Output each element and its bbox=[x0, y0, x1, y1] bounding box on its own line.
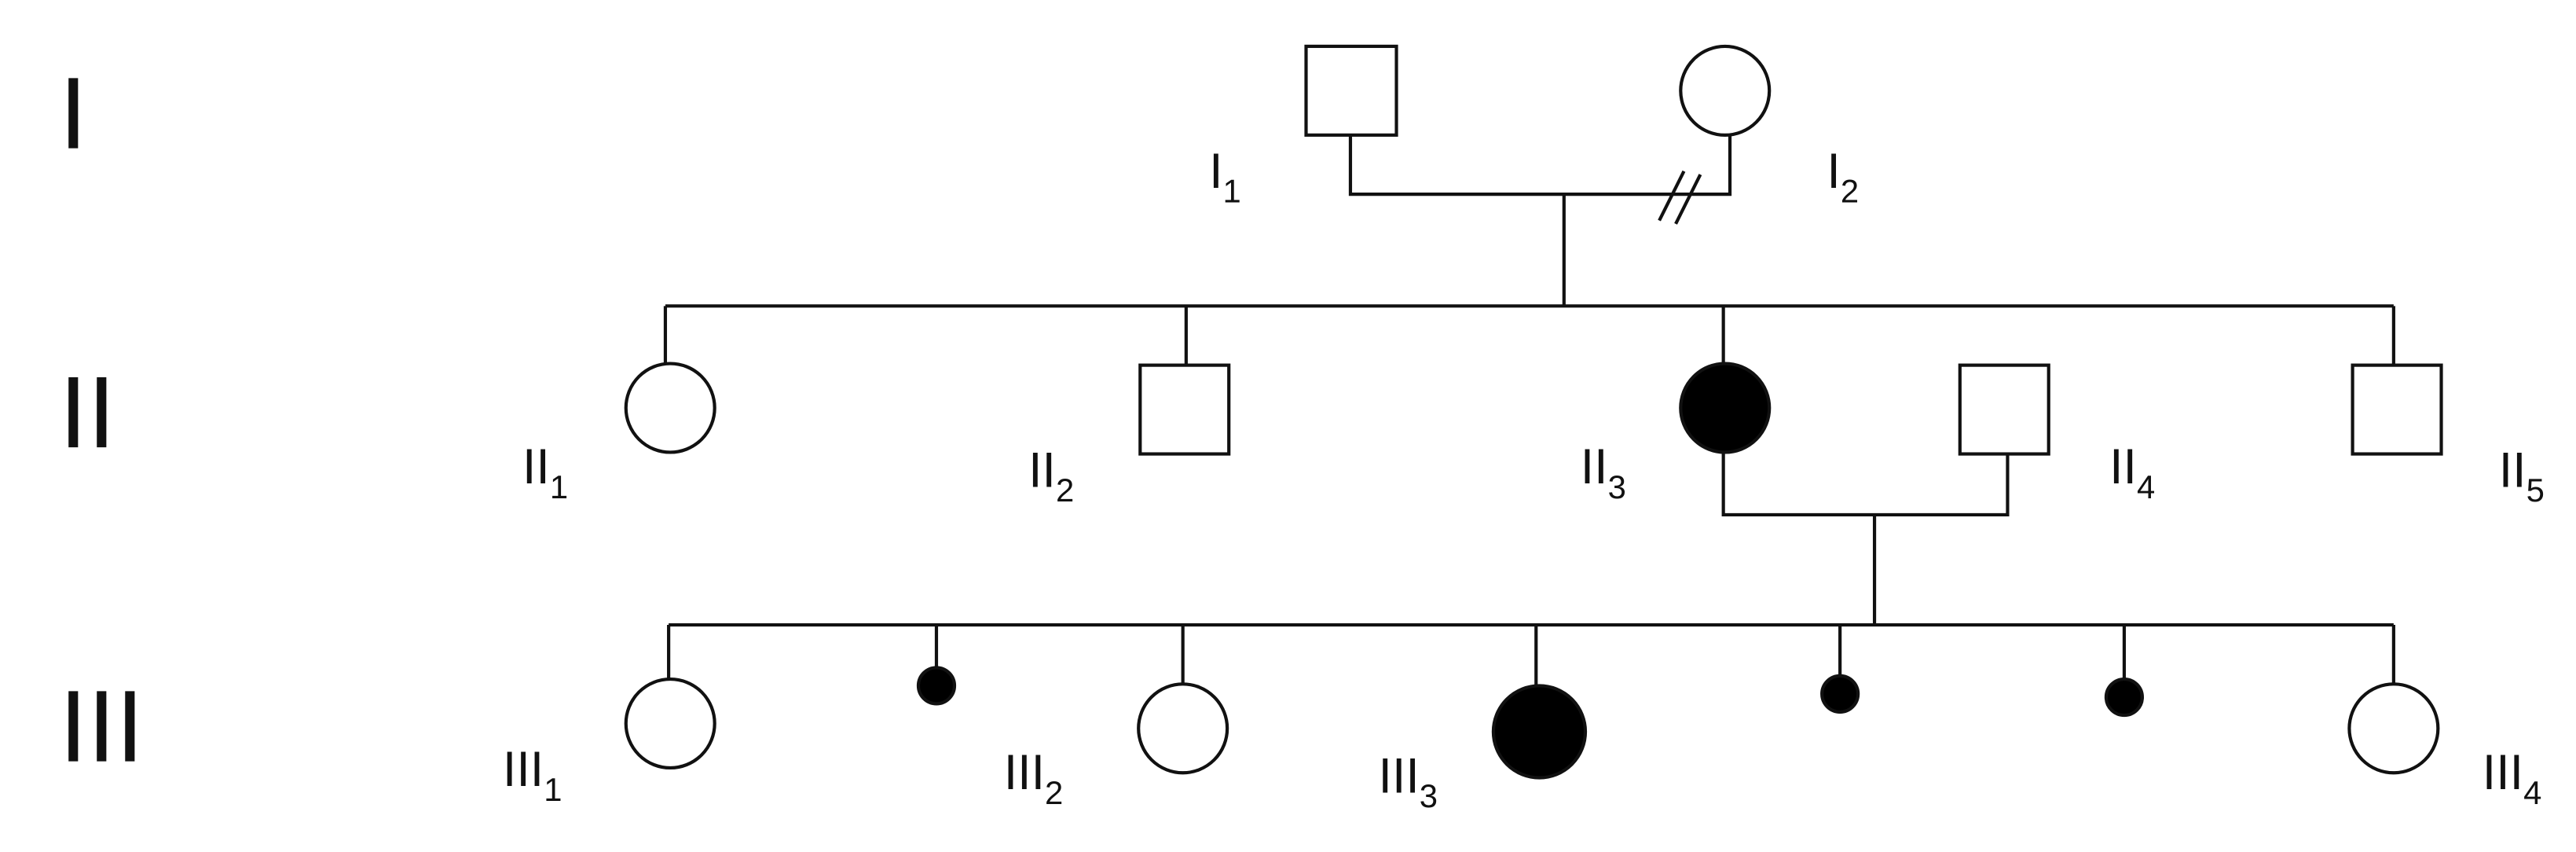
label-ii1: II1 bbox=[522, 439, 568, 505]
individual-ii2-male bbox=[1138, 363, 1231, 456]
label-iii3: III3 bbox=[1379, 748, 1438, 814]
individual-iii2-female bbox=[1137, 682, 1229, 775]
generation-label-iii: III bbox=[59, 670, 144, 784]
label-iii2: III2 bbox=[1004, 745, 1064, 811]
individual-lines-ii bbox=[663, 306, 2395, 365]
label-ii3: II3 bbox=[1581, 439, 1626, 505]
label-iii4: III4 bbox=[2483, 745, 2542, 811]
individual-iii4-female bbox=[2347, 682, 2440, 775]
individual-iii3-female-affected bbox=[1491, 684, 1588, 780]
label-ii5: II5 bbox=[2499, 443, 2545, 509]
label-ii4: II4 bbox=[2109, 439, 2155, 505]
individual-i1-male bbox=[1304, 44, 1398, 137]
label-i1: I1 bbox=[1209, 144, 1241, 210]
miscarriage-affected bbox=[2104, 677, 2145, 718]
marriage-line-ii3-ii4 bbox=[1721, 452, 2010, 517]
miscarriage-affected bbox=[916, 666, 957, 706]
individual-i2-female bbox=[1679, 44, 1772, 137]
miscarriage-affected bbox=[1820, 674, 1860, 714]
individual-ii5-male bbox=[2351, 363, 2443, 456]
individual-iii1-female bbox=[624, 677, 716, 770]
individual-lines-iii bbox=[667, 625, 2395, 686]
individual-ii3-female-affected bbox=[1679, 362, 1772, 454]
separation-mark bbox=[1658, 170, 1702, 225]
generation-label-ii: II bbox=[59, 356, 115, 469]
label-iii1: III1 bbox=[503, 742, 562, 808]
individual-ii4-male bbox=[1958, 363, 2050, 456]
label-i2: I2 bbox=[1827, 144, 1859, 210]
individual-ii1-female bbox=[624, 362, 716, 454]
generation-label-i: I bbox=[59, 57, 87, 171]
marriage-line-i1-i2 bbox=[1348, 134, 1732, 196]
label-ii2: II2 bbox=[1028, 443, 1074, 509]
